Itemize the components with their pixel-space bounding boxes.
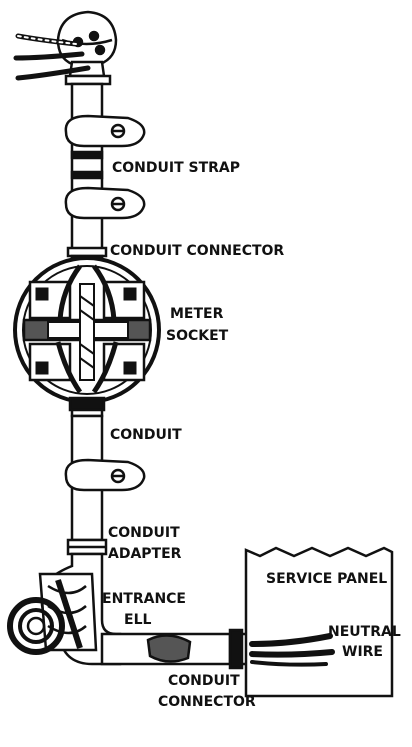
conduit-strap-bottom [64,458,146,492]
label-service-panel: SERVICE PANEL [266,571,387,587]
label-conduit-connector-bottom-1: CONDUIT [168,673,240,689]
label-conduit: CONDUIT [110,427,182,443]
label-neutral: NEUTRAL [328,624,401,640]
labels: CONDUIT STRAP CONDUIT CONNECTOR METER SO… [102,160,401,710]
label-meter: METER [170,306,224,322]
label-wire: WIRE [342,644,383,660]
conduit-strap-upper [64,114,146,160]
wire-coil [7,597,65,655]
label-conduit-connector-bottom-2: CONNECTOR [158,694,256,710]
label-socket: SOCKET [166,328,229,344]
conduit-strap-lower [64,170,146,220]
service-panel [244,546,394,698]
label-conduit-adapter-2: ADAPTER [108,546,182,562]
neutral-wire [249,633,335,667]
meter-socket [13,256,161,404]
label-conduit-adapter-1: CONDUIT [108,525,180,541]
label-conduit-strap: CONDUIT STRAP [112,160,240,176]
socket-connector-bottom [68,396,106,418]
label-entrance: ENTRANCE [102,591,186,607]
label-conduit-connector-top: CONDUIT CONNECTOR [110,243,284,259]
conduit-adapter [66,538,108,556]
label-ell: ELL [124,612,151,628]
horizontal-conduit [100,632,232,666]
service-drop-wires [13,33,91,81]
